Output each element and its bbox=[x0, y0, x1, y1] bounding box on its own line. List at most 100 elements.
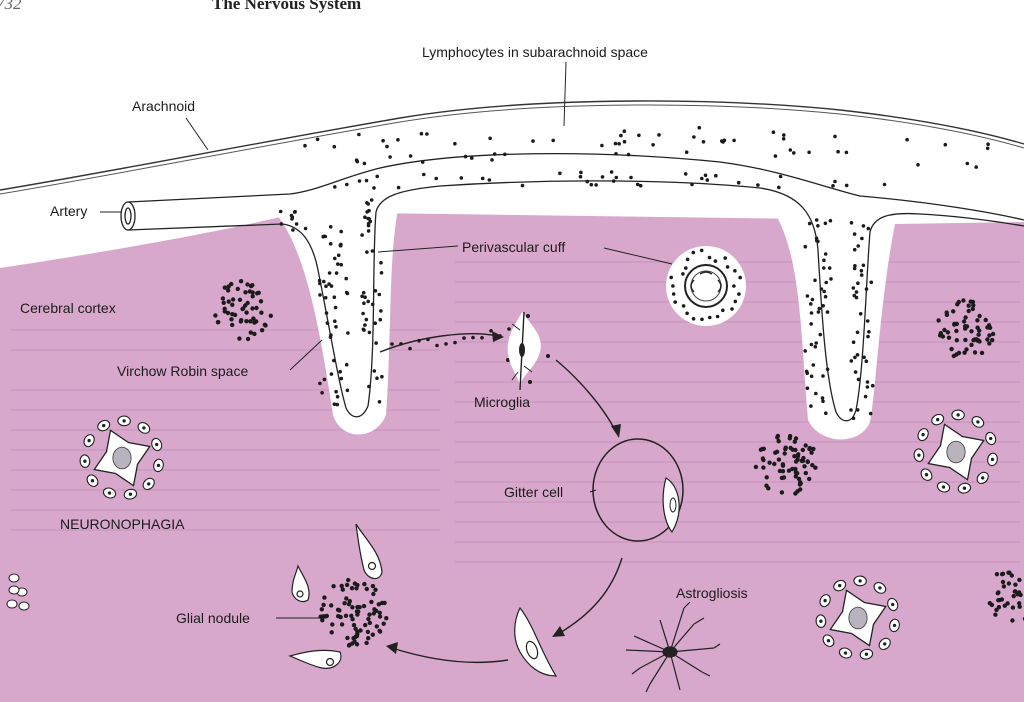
dot bbox=[801, 448, 805, 452]
dot bbox=[244, 319, 248, 323]
dot bbox=[807, 477, 811, 481]
dot bbox=[213, 313, 217, 317]
dot bbox=[381, 139, 385, 143]
dot bbox=[422, 173, 426, 177]
dot bbox=[462, 336, 466, 340]
dot bbox=[767, 461, 771, 465]
dot bbox=[255, 291, 259, 295]
dot bbox=[824, 281, 828, 285]
dot bbox=[629, 176, 633, 180]
dot bbox=[363, 623, 367, 627]
dot bbox=[987, 341, 991, 345]
dot bbox=[777, 186, 781, 190]
dot bbox=[963, 324, 967, 328]
dot bbox=[971, 303, 975, 307]
dot bbox=[831, 184, 835, 188]
dot bbox=[955, 338, 959, 342]
dot bbox=[986, 147, 990, 151]
dot bbox=[833, 180, 837, 184]
dot bbox=[984, 318, 988, 322]
dot bbox=[243, 303, 247, 307]
dot bbox=[237, 336, 241, 340]
dot bbox=[971, 338, 975, 342]
dot bbox=[826, 310, 830, 314]
dot bbox=[328, 271, 332, 275]
dot bbox=[781, 462, 785, 466]
dot bbox=[806, 460, 810, 464]
dot bbox=[700, 177, 704, 181]
dot bbox=[802, 464, 806, 468]
dot bbox=[425, 132, 429, 136]
dot bbox=[807, 151, 811, 155]
dot bbox=[363, 162, 367, 166]
dot bbox=[793, 448, 797, 452]
dot bbox=[303, 144, 307, 148]
dot bbox=[853, 356, 857, 360]
dot bbox=[824, 411, 828, 415]
dot bbox=[813, 466, 817, 470]
dot bbox=[374, 289, 378, 293]
dot bbox=[810, 343, 814, 347]
dot bbox=[738, 276, 742, 280]
dot bbox=[521, 184, 525, 188]
dot bbox=[682, 304, 686, 308]
dot bbox=[883, 183, 887, 187]
dot bbox=[817, 310, 821, 314]
dot bbox=[997, 605, 1001, 609]
dot bbox=[845, 184, 849, 188]
dot bbox=[226, 311, 230, 315]
dot bbox=[612, 179, 616, 183]
dot bbox=[365, 587, 369, 591]
dot bbox=[329, 603, 333, 607]
dot bbox=[810, 375, 814, 379]
dot bbox=[340, 622, 344, 626]
dot bbox=[323, 378, 327, 382]
dot bbox=[610, 170, 614, 174]
dot bbox=[375, 624, 379, 628]
gitter-cell-label: Gitter cell bbox=[504, 484, 563, 500]
dot bbox=[345, 636, 349, 640]
dot bbox=[1007, 581, 1011, 585]
dot bbox=[947, 336, 951, 340]
dot bbox=[321, 235, 325, 239]
dot bbox=[481, 177, 485, 181]
dot bbox=[221, 296, 225, 300]
dot bbox=[867, 227, 871, 231]
dot bbox=[686, 258, 690, 262]
dot bbox=[269, 314, 273, 318]
dot bbox=[684, 172, 688, 176]
dot bbox=[409, 154, 413, 158]
dot bbox=[345, 363, 349, 367]
dot bbox=[295, 222, 299, 226]
dot bbox=[251, 294, 255, 298]
dot bbox=[737, 181, 741, 185]
dot bbox=[361, 312, 365, 316]
dot bbox=[227, 299, 231, 303]
dot bbox=[788, 446, 792, 450]
dot bbox=[352, 639, 356, 643]
dot bbox=[905, 138, 909, 142]
dot bbox=[798, 480, 802, 484]
dot bbox=[869, 412, 873, 416]
dot bbox=[362, 301, 366, 305]
dot bbox=[369, 220, 373, 224]
dot bbox=[339, 244, 343, 248]
dot bbox=[990, 338, 994, 342]
dot bbox=[259, 311, 263, 315]
dot bbox=[362, 604, 366, 608]
dot bbox=[782, 133, 786, 137]
dot bbox=[615, 176, 619, 180]
dot bbox=[229, 282, 233, 286]
dot bbox=[333, 257, 337, 261]
dot bbox=[822, 259, 826, 263]
dot bbox=[833, 135, 837, 139]
dot bbox=[322, 595, 326, 599]
dot bbox=[732, 284, 736, 288]
page-number: 732 bbox=[0, 0, 22, 14]
dot bbox=[594, 183, 598, 187]
dot bbox=[809, 302, 813, 306]
dot bbox=[346, 331, 350, 335]
dot bbox=[820, 287, 824, 291]
dot bbox=[384, 616, 388, 620]
dot bbox=[966, 162, 970, 166]
